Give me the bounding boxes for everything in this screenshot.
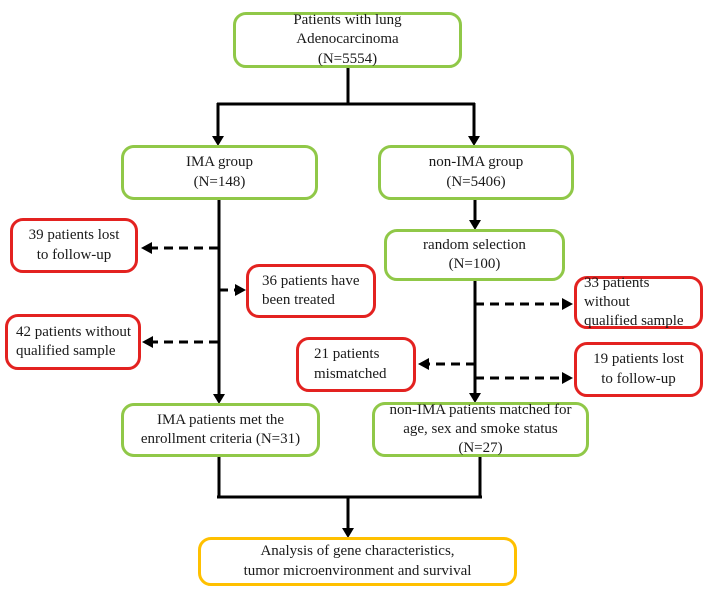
arrowhead: [141, 242, 152, 254]
node-excluded-treated-36: 36 patients have been treated: [246, 264, 376, 318]
arrowhead: [418, 358, 429, 370]
node-ima-enrolled: IMA patients met the enrollment criteria…: [121, 403, 320, 457]
arrowhead: [469, 393, 481, 403]
arrowhead: [142, 336, 153, 348]
arrowhead: [342, 528, 354, 538]
node-patients-total: Patients with lung Adenocarcinoma (N=555…: [233, 12, 462, 68]
arrowhead: [468, 136, 480, 146]
node-non-ima-matched: non-IMA patients matched for age, sex an…: [372, 402, 589, 457]
arrowhead: [562, 372, 573, 384]
node-excluded-mismatched-21: 21 patients mismatched: [296, 337, 416, 392]
arrowhead: [562, 298, 573, 310]
node-excluded-no-sample-42: 42 patients without qualified sample: [5, 314, 141, 370]
arrowhead: [212, 136, 224, 146]
node-ima-group: IMA group (N=148): [121, 145, 318, 200]
node-non-ima-group: non-IMA group (N=5406): [378, 145, 574, 200]
arrowhead: [469, 220, 481, 230]
node-excluded-lost-followup-39: 39 patients lost to follow-up: [10, 218, 138, 273]
node-random-selection: random selection (N=100): [384, 229, 565, 281]
arrowhead: [213, 394, 225, 404]
node-excluded-lost-followup-19: 19 patients lost to follow-up: [574, 342, 703, 397]
node-excluded-no-sample-33: 33 patients without qualified sample: [574, 275, 703, 329]
node-analysis: Analysis of gene characteristics, tumor …: [198, 537, 517, 586]
arrowhead: [235, 284, 246, 296]
